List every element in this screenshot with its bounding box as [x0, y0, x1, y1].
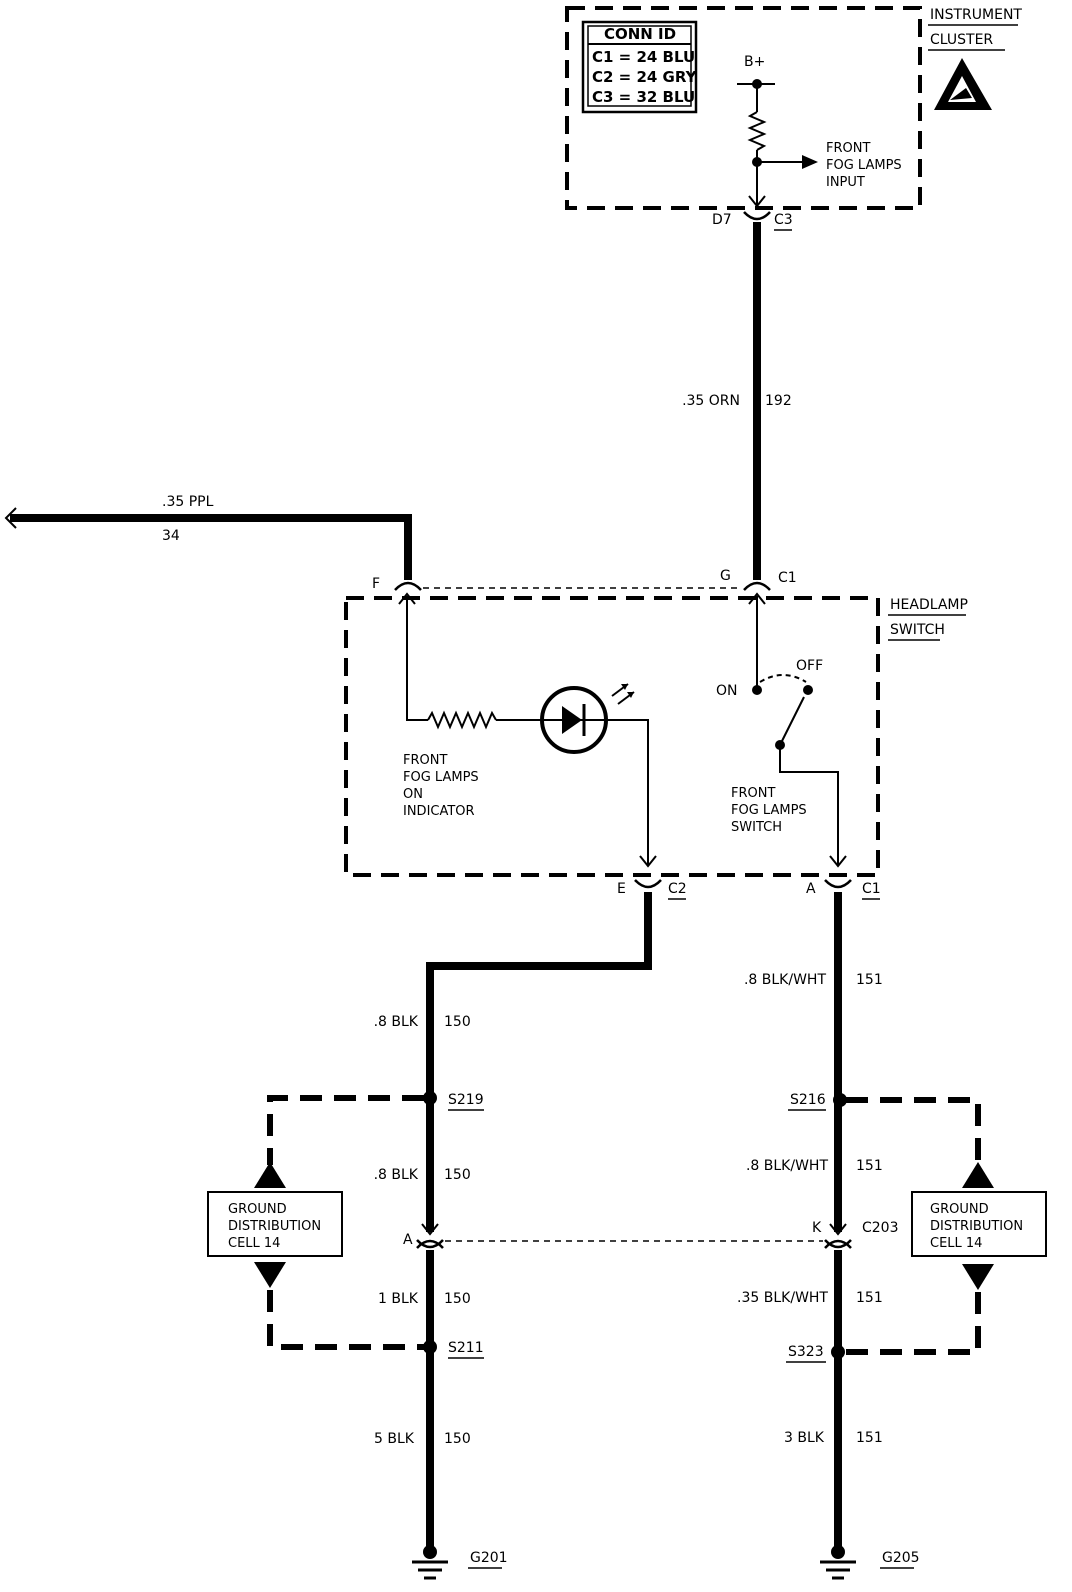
wire-continues-arrow-icon [4, 507, 17, 529]
ground-box-label: CELL 14 [930, 1236, 982, 1251]
wire-151-circuit-label: 151 [856, 972, 883, 988]
connector-c2-symbol [634, 879, 662, 889]
ground-box-label: DISTRIBUTION [930, 1219, 1023, 1234]
pin-d7-label: D7 [712, 212, 732, 228]
fog-input-label: INPUT [826, 175, 865, 190]
connector-f-symbol [394, 581, 422, 591]
fog-input-label: FRONT [826, 141, 870, 156]
ground-g201-label: G201 [470, 1550, 508, 1566]
wire-34: .35 PPL 34 [4, 494, 412, 580]
connector-c2-label: C2 [668, 881, 687, 897]
connector-g-symbol [743, 581, 771, 591]
wire-151-gauge-label: 3 BLK [784, 1430, 825, 1446]
indicator-label: INDICATOR [403, 804, 475, 819]
switch-off-label: OFF [796, 658, 823, 674]
indicator-label: FOG LAMPS [403, 770, 479, 785]
headlamp-switch-boundary [344, 596, 880, 877]
wire-150-gauge-label: 1 BLK [378, 1291, 419, 1307]
wire-150-circuit-label: 150 [444, 1167, 471, 1183]
switch-label: SWITCH [731, 820, 782, 835]
conn-id-title: CONN ID [604, 25, 676, 43]
switch-on-label: ON [716, 683, 738, 699]
headlamp-switch: HEADLAMP SWITCH F G C1 FRONT FOG LAMPS [344, 568, 968, 900]
battery-supply-label: B+ [744, 54, 765, 70]
wire-150-gauge-label: 5 BLK [374, 1431, 415, 1447]
wire-150-circuit-label: 150 [444, 1431, 471, 1447]
esd-warning-icon [934, 58, 992, 110]
signal-arrow-icon [802, 155, 818, 169]
pin-f-label: F [372, 576, 380, 592]
splice-s211-label: S211 [448, 1340, 484, 1356]
connector-c1-bottom-symbol [824, 879, 852, 889]
wire-150-gauge-label: .8 BLK [374, 1167, 419, 1183]
splice-s219-label: S219 [448, 1092, 484, 1108]
ground-distribution-box-left [207, 1191, 343, 1257]
wire-150-gauge-label: .8 BLK [374, 1014, 419, 1030]
ground-g205-icon [820, 1545, 856, 1580]
fog-input-label: FOG LAMPS [826, 158, 902, 173]
conn-id-box: CONN ID C1 = 24 BLU C2 = 24 GRY C3 = 32 … [581, 20, 698, 114]
pin-g-label: G [720, 568, 731, 584]
instrument-cluster-label-2: CLUSTER [930, 32, 993, 48]
headlamp-switch-label-2: SWITCH [890, 622, 945, 638]
ground-box-label: GROUND [228, 1202, 287, 1217]
splice-s216-label: S216 [790, 1092, 826, 1108]
ground-box-label: GROUND [930, 1202, 989, 1217]
wire-151-gauge-label: .8 BLK/WHT [744, 972, 826, 988]
wire-151-circuit-label: 151 [856, 1430, 883, 1446]
splice-s211 [423, 1340, 437, 1354]
wire-151-circuit-label: 151 [856, 1158, 883, 1174]
connector-pin-a-label: A [403, 1232, 413, 1248]
headlamp-switch-label-1: HEADLAMP [890, 597, 968, 613]
wire-150-circuit-label: 150 [444, 1291, 471, 1307]
splice-s323 [831, 1345, 845, 1359]
right-ground-branch: .8 BLK/WHT 151 S216 .8 BLK/WHT 151 K C20… [445, 892, 1047, 1580]
connector-c1-bottom-label: C1 [862, 881, 881, 897]
wire-151-gauge-label: .35 BLK/WHT [737, 1290, 828, 1306]
pin-e-label: E [617, 881, 626, 897]
connector-c1-top-label: C1 [778, 570, 797, 586]
ground-distribution-box-right [911, 1191, 1047, 1257]
indicator-label: FRONT [403, 753, 447, 768]
connector-pin-k-label: K [812, 1220, 822, 1236]
indicator-resistor-symbol [427, 710, 497, 730]
conn-id-row: C2 = 24 GRY [592, 68, 698, 86]
wire-150-circuit-label: 150 [444, 1014, 471, 1030]
pin-a-label: A [806, 881, 816, 897]
ground-box-label: CELL 14 [228, 1236, 280, 1251]
splice-s216 [833, 1093, 847, 1107]
splice-s323-label: S323 [788, 1344, 824, 1360]
led-indicator-icon [540, 683, 635, 754]
wire-34-circuit-label: 34 [162, 528, 180, 544]
instrument-cluster-label-1: INSTRUMENT [930, 7, 1022, 23]
conn-id-row: C3 = 32 BLU [592, 88, 695, 106]
wire-151-circuit-label: 151 [856, 1290, 883, 1306]
instrument-cluster: INSTRUMENT CLUSTER CONN ID C1 = 24 BLU C… [565, 6, 1022, 231]
conn-id-row: C1 = 24 BLU [592, 48, 695, 66]
wire-192-circuit-label: 192 [765, 393, 792, 409]
wire-192: .35 ORN 192 [682, 222, 792, 580]
fog-switch-blade [779, 696, 805, 746]
switch-label: FOG LAMPS [731, 803, 807, 818]
connector-c3-symbol [743, 211, 771, 221]
wire-151-gauge-label: .8 BLK/WHT [746, 1158, 828, 1174]
wire-192-gauge-label: .35 ORN [682, 393, 740, 409]
indicator-label: ON [403, 787, 423, 802]
splice-s219 [423, 1091, 437, 1105]
instrument-cluster-boundary [565, 6, 922, 210]
ground-box-label: DISTRIBUTION [228, 1219, 321, 1234]
left-ground-branch: .8 BLK 150 S219 .8 BLK 150 A 1 BLK 150 S… [207, 892, 652, 1580]
switch-label: FRONT [731, 786, 775, 801]
pull-up-resistor-symbol [747, 111, 767, 151]
ground-g205-label: G205 [882, 1550, 920, 1566]
connector-c203-label: C203 [862, 1220, 899, 1236]
wire-34-gauge-label: .35 PPL [162, 494, 214, 510]
ground-g201-icon [412, 1545, 448, 1580]
connector-c3-label: C3 [774, 212, 793, 228]
